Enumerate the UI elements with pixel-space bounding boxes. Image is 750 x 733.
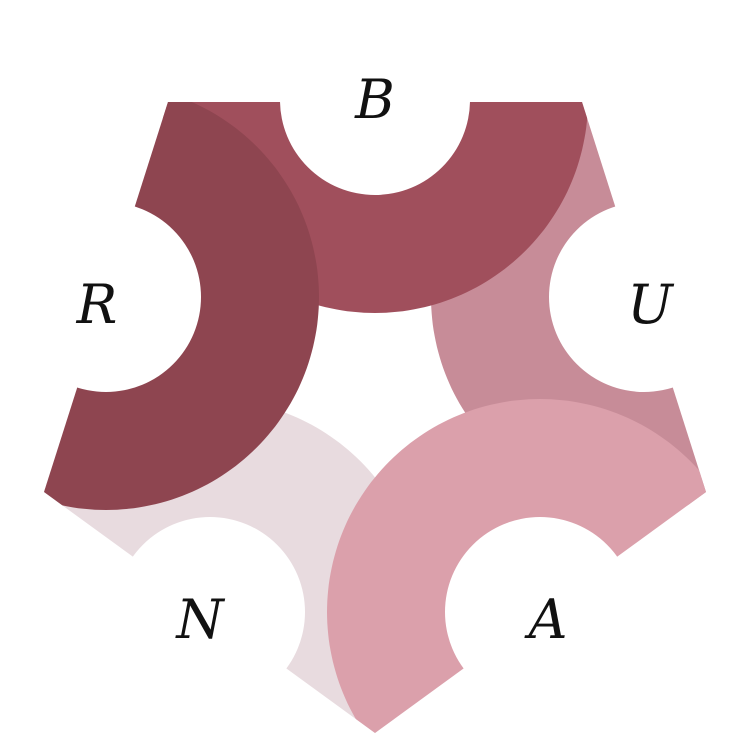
letter-u: U (627, 273, 674, 336)
letter-n: N (174, 588, 225, 651)
letter-r: R (76, 273, 118, 336)
logo-letters: N U A B R (76, 68, 675, 651)
letter-b: B (354, 68, 395, 131)
letter-a: A (524, 588, 568, 651)
